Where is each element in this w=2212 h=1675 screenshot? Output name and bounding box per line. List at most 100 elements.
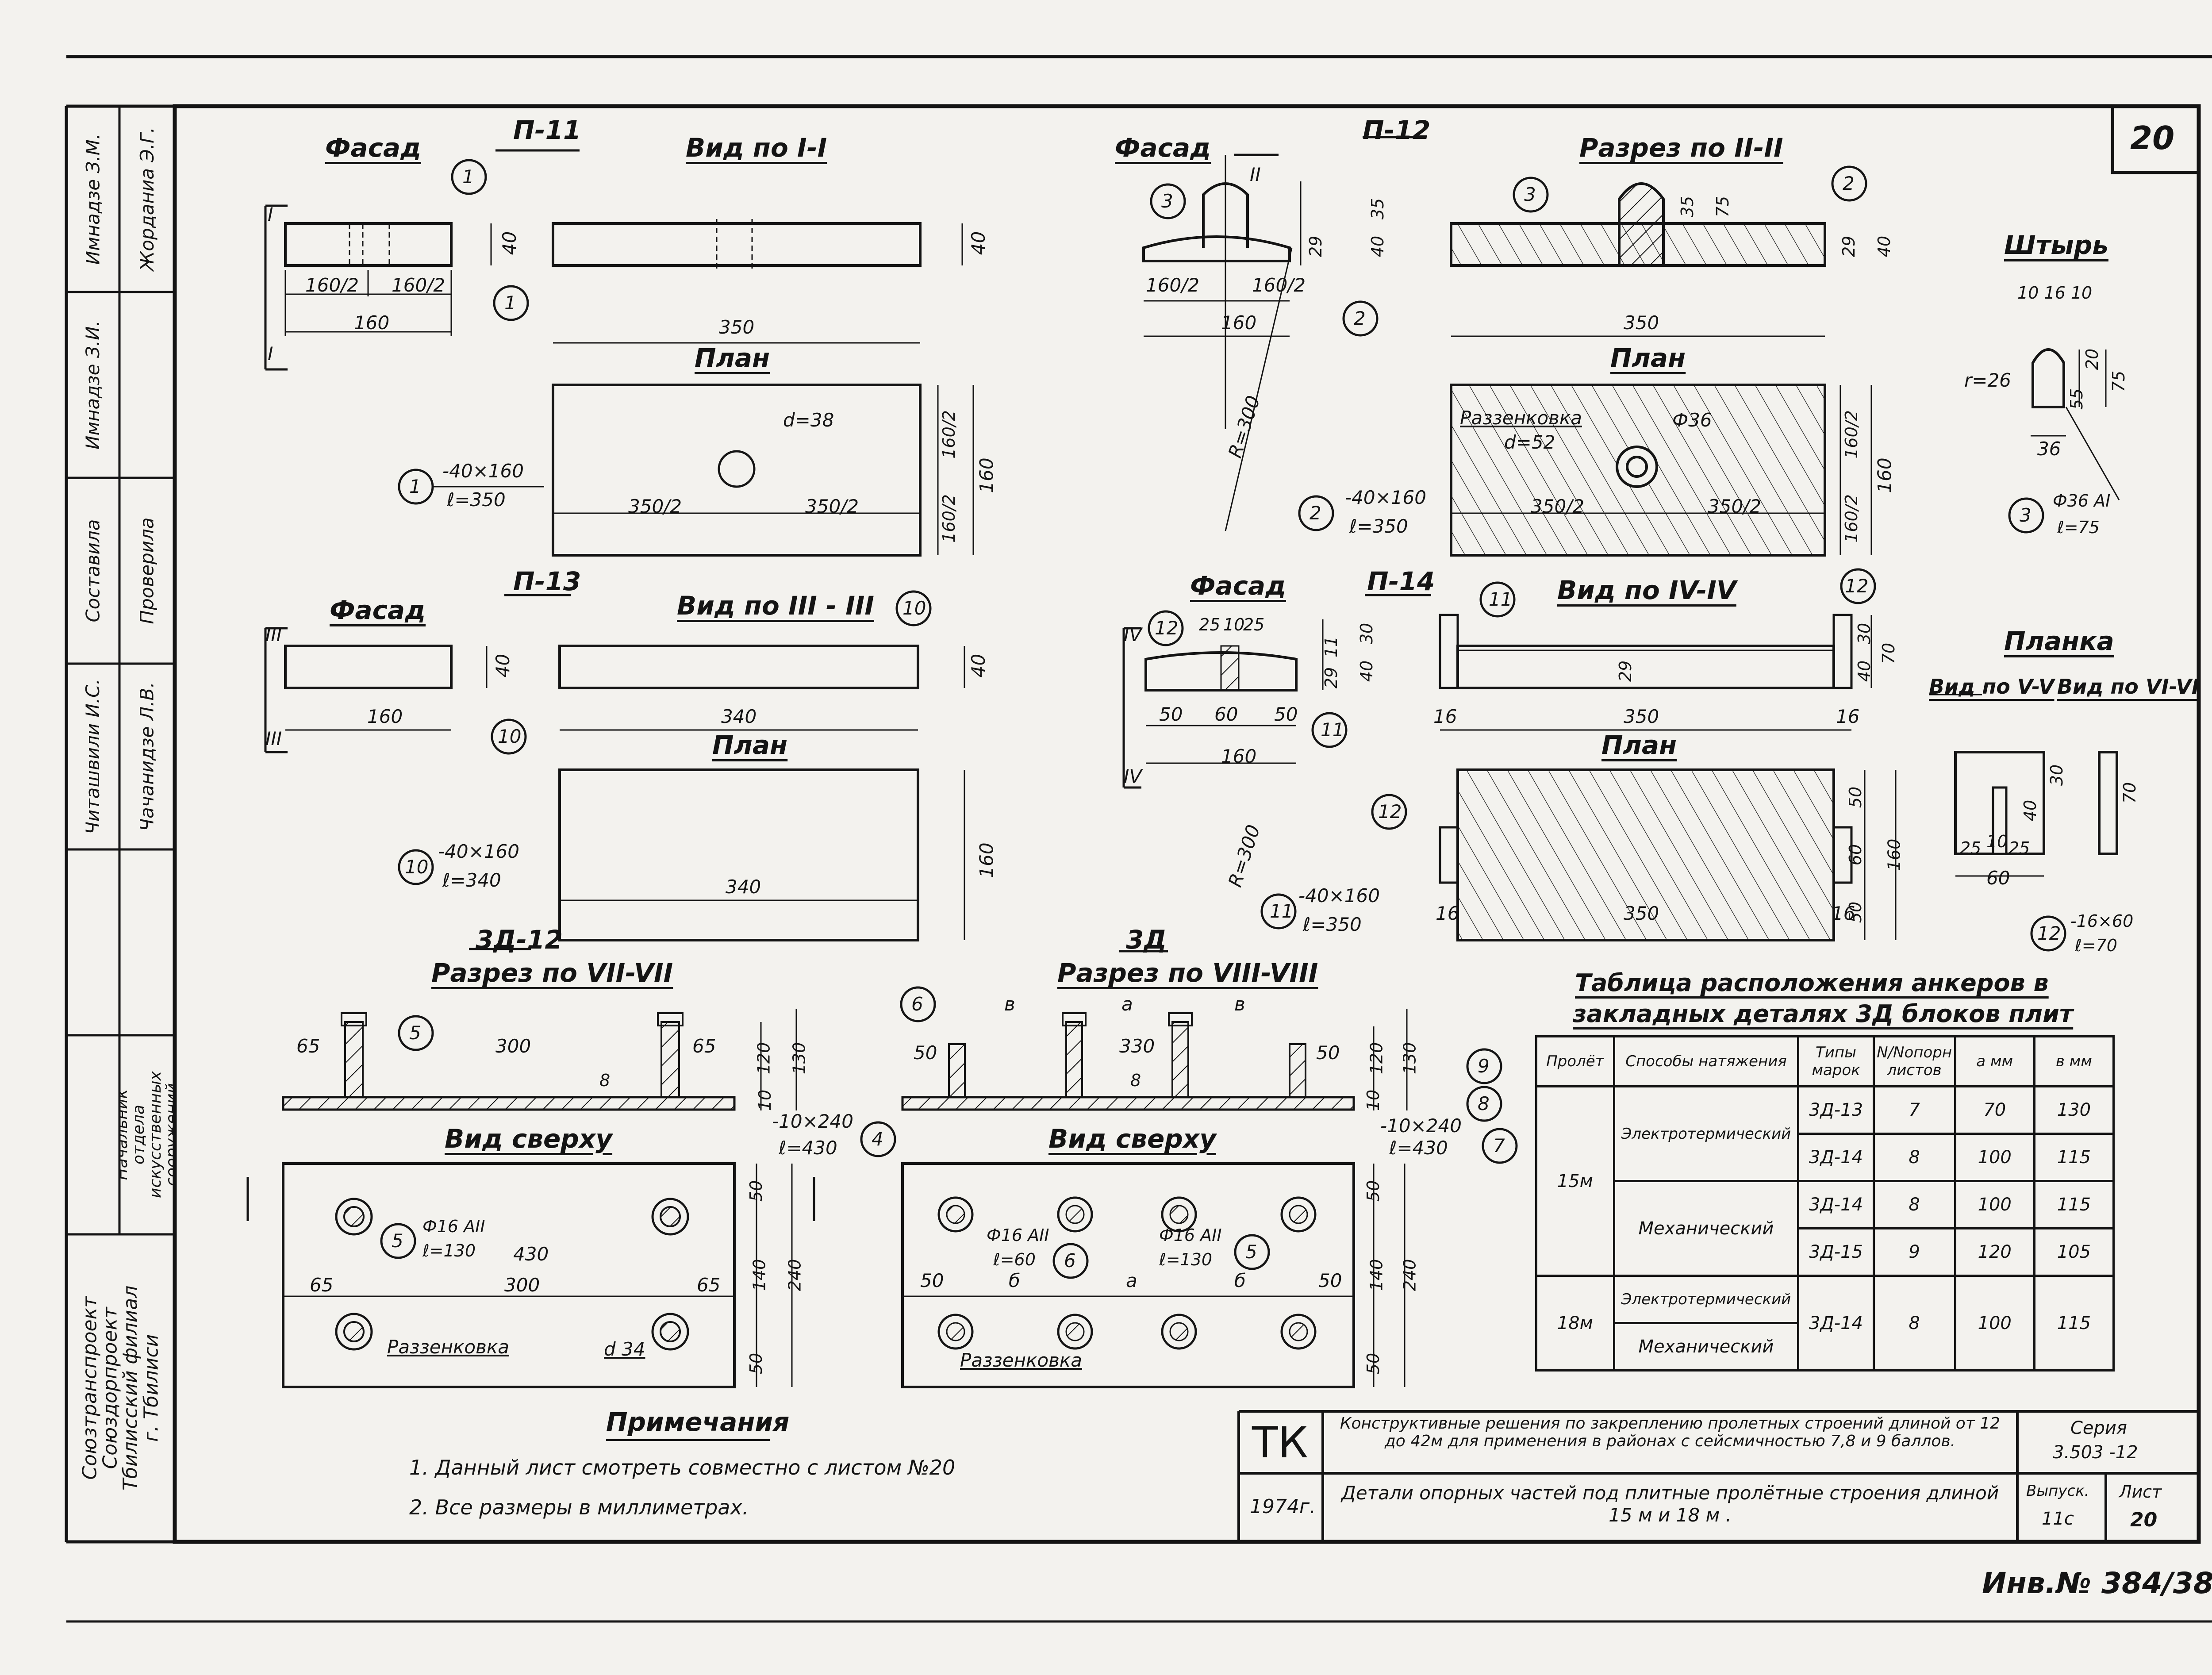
p12-plan-w: 160 [1874,457,1896,493]
p11-plan-half1: 350/2 [628,496,682,517]
p13-plan-title: План [712,730,788,760]
d-bb50a: 50 [920,1270,944,1291]
p12-plan-title: План [1610,343,1686,373]
p14-callout-12: 12 [1155,617,1179,639]
d-section-title: Разрез по VIII-VIII [1057,958,1318,988]
d-b1: в [1004,993,1015,1015]
plate-w60: 60 [1986,867,2010,889]
d12-label: 3Д-12 [476,925,563,955]
p13-label: П-13 [513,566,581,596]
p14-view-16b: 16 [1836,706,1860,727]
p14-view-30: 30 [1855,622,1874,645]
frame-border [173,104,2201,1544]
p11-dim-half2: 160/2 [392,274,445,296]
d12-e65b: 65 [692,1035,716,1057]
p11-hole: d=38 [783,409,834,431]
p14-view-16a: 16 [1433,706,1457,727]
tb-sheet: 20 [2130,1509,2158,1531]
p12-half2: 160/2 [1252,274,1306,296]
d-anchor1-size: Ф16 АII [987,1226,1049,1245]
p12-sec-callout-2: 2 [1843,173,1855,194]
notes-title: Примечания [606,1407,790,1437]
p14-view-length: 350 [1624,706,1659,727]
p13-spec-size: -40×160 [438,841,519,862]
d-callout-9: 9 [1478,1055,1490,1077]
d-t50a: 50 [1363,1180,1383,1202]
p13-facade-title: Фасад [330,595,426,625]
pin-dim-55: 55 [2067,388,2087,410]
plate-view6: Вид по VI-VI [2057,675,2200,699]
d12-mid300: 300 [495,1035,531,1057]
p14-callout-11: 11 [1321,719,1344,741]
p13-view-length: 340 [721,706,757,727]
p12-dim-29: 29 [1306,235,1326,257]
table-row: 18м Электротермический 3Д-14 8 100 115 [1535,1275,2115,1372]
tb-desc1: Конструктивные решения по закреплению пр… [1340,1414,2001,1450]
stamp-name-4: Чачанидзе Л.В. [136,682,158,831]
hdr-type: Типы марок [1797,1035,1875,1087]
notes-item-1: 1. Данный лист смотреть совместно с лист… [409,1456,956,1479]
p14-w60: 60 [1214,703,1238,725]
p12-half1: 160/2 [1146,274,1200,296]
p14-section-mark-bottom: IV [1124,765,1142,787]
p11-label: П-11 [513,115,581,145]
p12-sec-callout-3: 3 [1524,184,1536,205]
p12-facade-title: Фасад [1115,133,1211,163]
d-top-title: Вид сверху [1048,1124,1217,1154]
table-row: Механический 3Д-14 8 100 115 [1536,1180,2115,1277]
p14-section-mark-top: IV [1124,624,1142,645]
d12-a8: 8 [599,1071,611,1090]
p14-plan-160: 160 [1884,838,1904,871]
p11-plan-w: 160 [975,457,998,493]
stamp-signature-top: Имнадзе З.М. [81,133,104,265]
pin-title: Штырь [2004,230,2108,260]
d12-top-title: Вид сверху [445,1124,613,1154]
p14-view-70: 70 [1879,642,1899,665]
d12-callout-5b: 5 [392,1230,403,1252]
p14-dim-25a: 25 [1199,615,1221,634]
p13-width: 160 [367,706,403,727]
d12-plate-len: ℓ=430 [779,1137,837,1159]
p11-dim-half1: 160/2 [305,274,359,296]
d-anchor2-size: Ф16 АII [1159,1226,1222,1245]
d12-t140: 140 [749,1259,769,1291]
d-callout-6b: 6 [1064,1250,1076,1272]
p14-view-callout-12: 12 [1845,575,1869,597]
d12-plate-size: -10×240 [772,1110,853,1132]
p12-sec-75: 75 [1713,196,1733,218]
p12-spec-callout: 2 [1310,502,1321,524]
d12-b430: 430 [513,1243,549,1265]
p11-section-mark-bottom: I [268,343,273,365]
d12-h10: 10 [755,1089,775,1111]
pin-radius: r=26 [1964,369,2011,391]
p11-section-mark-top: I [268,204,273,225]
p13-section-mark-bottom: III [265,728,282,749]
p11-facade-title: Фасад [325,133,422,163]
p12-dim-35: 35 [1368,198,1388,220]
notes-item-2: 2. Все размеры в миллиметрах. [409,1495,749,1519]
d12-h130: 130 [789,1042,809,1075]
anchor-table-title-2: закладных деталях 3Д блоков плит [1573,1000,2074,1028]
d12-e65a: 65 [296,1035,320,1057]
stamp-organization: Союзтранспроект Союздорпроект Тбилисский… [78,1285,162,1491]
p11-plan-w2: 160/2 [939,494,959,543]
p14-w50a: 50 [1159,703,1183,725]
hdr-method: Способы натяжения [1613,1035,1800,1087]
p14-view-40: 40 [1855,660,1874,682]
plate-dim-70: 70 [2120,782,2140,804]
d-mid330: 330 [1119,1035,1155,1057]
p12-sec-35: 35 [1678,196,1697,218]
p12-plan-half2: 350/2 [1708,496,1762,517]
plate-w25b: 25 [2008,838,2030,858]
d-label: 3Д [1126,925,1167,955]
p12-section-title: Разрез по II-II [1579,133,1783,163]
pin-spec-len: ℓ=75 [2057,518,2100,537]
plate-title: Планка [2004,626,2114,656]
d-h130: 130 [1400,1042,1420,1075]
d-b2: в [1234,993,1245,1015]
p12-countersink: Раззенковка [1460,407,1582,429]
p12-spec-len: ℓ=350 [1349,515,1408,537]
d12-anchor-size: Ф16 АII [422,1217,485,1236]
p14-plan-callout-12: 12 [1378,801,1402,822]
